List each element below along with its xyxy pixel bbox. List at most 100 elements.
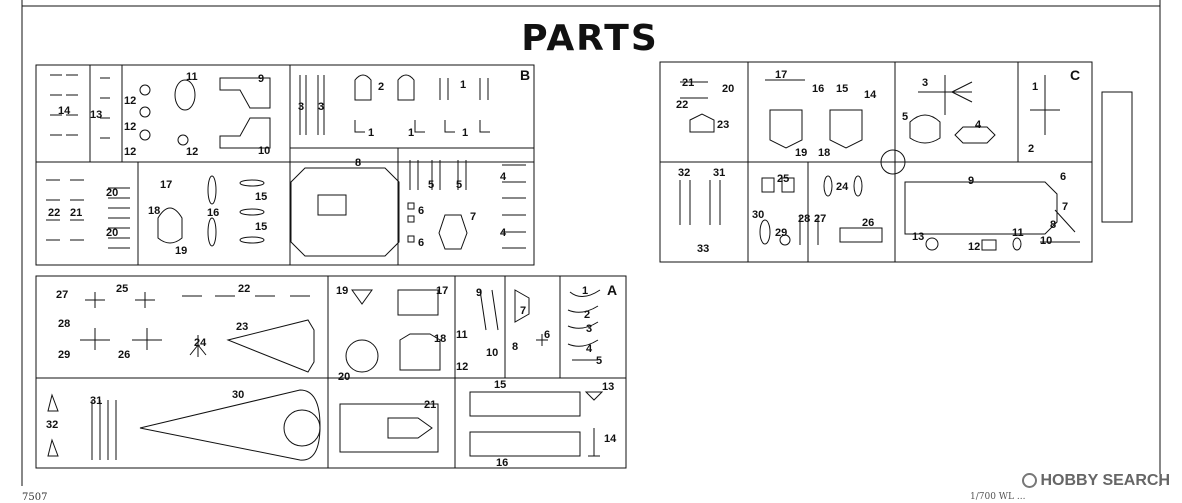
part-number-a-10: 10 [486,347,498,359]
part-number-c-10: 10 [1040,235,1052,247]
part-number-c-27: 27 [814,213,826,225]
part-number-b-8: 8 [355,157,361,169]
watermark-logo-icon [1021,473,1037,488]
part-number-b-3: 3 [318,101,324,113]
sprue-a-tag: A [607,282,617,298]
part-number-a-22: 22 [238,283,250,295]
part-number-a-25: 25 [116,283,128,295]
part-number-b-5: 5 [428,179,434,191]
part-number-c-26: 26 [862,217,874,229]
part-number-c-30: 30 [752,209,764,221]
part-number-a-27: 27 [56,289,68,301]
part-number-c-14: 14 [864,89,877,101]
part-number-c-9: 9 [968,175,974,187]
part-number-b-5: 5 [456,179,462,191]
part-number-a-20: 20 [338,371,350,383]
part-number-b-4: 4 [500,227,507,239]
part-number-c-29: 29 [775,227,787,239]
part-number-b-19: 19 [175,245,187,257]
part-number-c-6: 6 [1060,171,1066,183]
part-number-b-6: 6 [418,205,424,217]
part-number-c-13: 13 [912,231,924,243]
sprue-tags: B C A [520,67,1080,298]
part-number-a-14: 14 [604,433,617,445]
part-number-a-17: 17 [436,285,448,297]
sprue-b-tag: B [520,67,530,83]
part-number-c-17: 17 [775,69,787,81]
part-number-b-15: 15 [255,191,267,203]
part-number-a-21: 21 [424,399,436,411]
part-number-c-23: 23 [717,119,729,131]
part-number-b-20: 20 [106,227,118,239]
part-number-c-5: 5 [902,111,908,123]
part-number-c-1: 1 [1032,81,1038,93]
part-number-b-20: 20 [106,187,118,199]
part-number-b-12: 12 [124,146,136,158]
sprue-b [35,64,535,266]
part-number-a-26: 26 [118,349,130,361]
part-number-c-4: 4 [975,119,982,131]
part-number-c-16: 16 [812,83,824,95]
sprue-c [659,61,1133,263]
watermark: HOBBY SEARCH [1021,472,1171,490]
part-number-a-1: 1 [582,285,588,297]
part-number-a-5: 5 [596,355,602,367]
part-number-b-22: 22 [48,207,60,219]
part-number-c-2: 2 [1028,143,1034,155]
part-number-a-3: 3 [586,323,592,335]
part-number-b-7: 7 [470,211,476,223]
part-number-c-7: 7 [1062,201,1068,213]
part-number-c-8: 8 [1050,219,1056,231]
part-number-a-2: 2 [584,309,590,321]
part-number-c-3: 3 [922,77,928,89]
part-number-a-11: 11 [456,329,468,341]
part-number-a-23: 23 [236,321,248,333]
part-number-c-20: 20 [722,83,734,95]
part-number-b-10: 10 [258,145,270,157]
part-number-c-33: 33 [697,243,709,255]
part-number-b-2: 2 [378,81,384,93]
part-number-b-3: 3 [298,101,304,113]
part-number-c-19: 19 [795,147,807,159]
part-number-c-21: 21 [682,77,694,89]
part-number-a-30: 30 [232,389,244,401]
part-number-b-14: 14 [58,105,71,117]
part-number-b-15: 15 [255,221,267,233]
part-number-b-1: 1 [368,127,374,139]
part-number-a-13: 13 [602,381,614,393]
part-number-a-9: 9 [476,287,482,299]
part-number-a-12: 12 [456,361,468,373]
part-number-a-8: 8 [512,341,518,353]
part-number-b-18: 18 [148,205,160,217]
footer-right: 1/700 WL ... [970,492,1026,502]
part-number-a-18: 18 [434,333,446,345]
part-number-c-12: 12 [968,241,980,253]
part-number-c-18: 18 [818,147,830,159]
part-number-b-6: 6 [418,237,424,249]
part-number-b-1: 1 [462,127,468,139]
part-number-a-19: 19 [336,285,348,297]
part-number-b-16: 16 [207,207,219,219]
sprue-a [35,275,627,469]
part-number-a-28: 28 [58,318,70,330]
part-number-b-12: 12 [186,146,198,158]
part-number-b-17: 17 [160,179,172,191]
watermark-text: HOBBY SEARCH [1040,472,1171,489]
part-number-a-16: 16 [496,457,508,469]
part-number-c-31: 31 [713,167,725,179]
part-number-c-24: 24 [836,181,849,193]
part-number-b-1: 1 [408,127,414,139]
part-number-b-4: 4 [500,171,507,183]
part-number-a-7: 7 [520,305,526,317]
part-number-c-22: 22 [676,99,688,111]
part-number-a-32: 32 [46,419,58,431]
sprue-c-tag: C [1070,67,1080,83]
part-number-a-6: 6 [544,329,550,341]
part-number-b-11: 11 [186,71,198,83]
part-number-b-12: 12 [124,121,136,133]
part-number-b-12: 12 [124,95,136,107]
part-number-c-25: 25 [777,173,789,185]
